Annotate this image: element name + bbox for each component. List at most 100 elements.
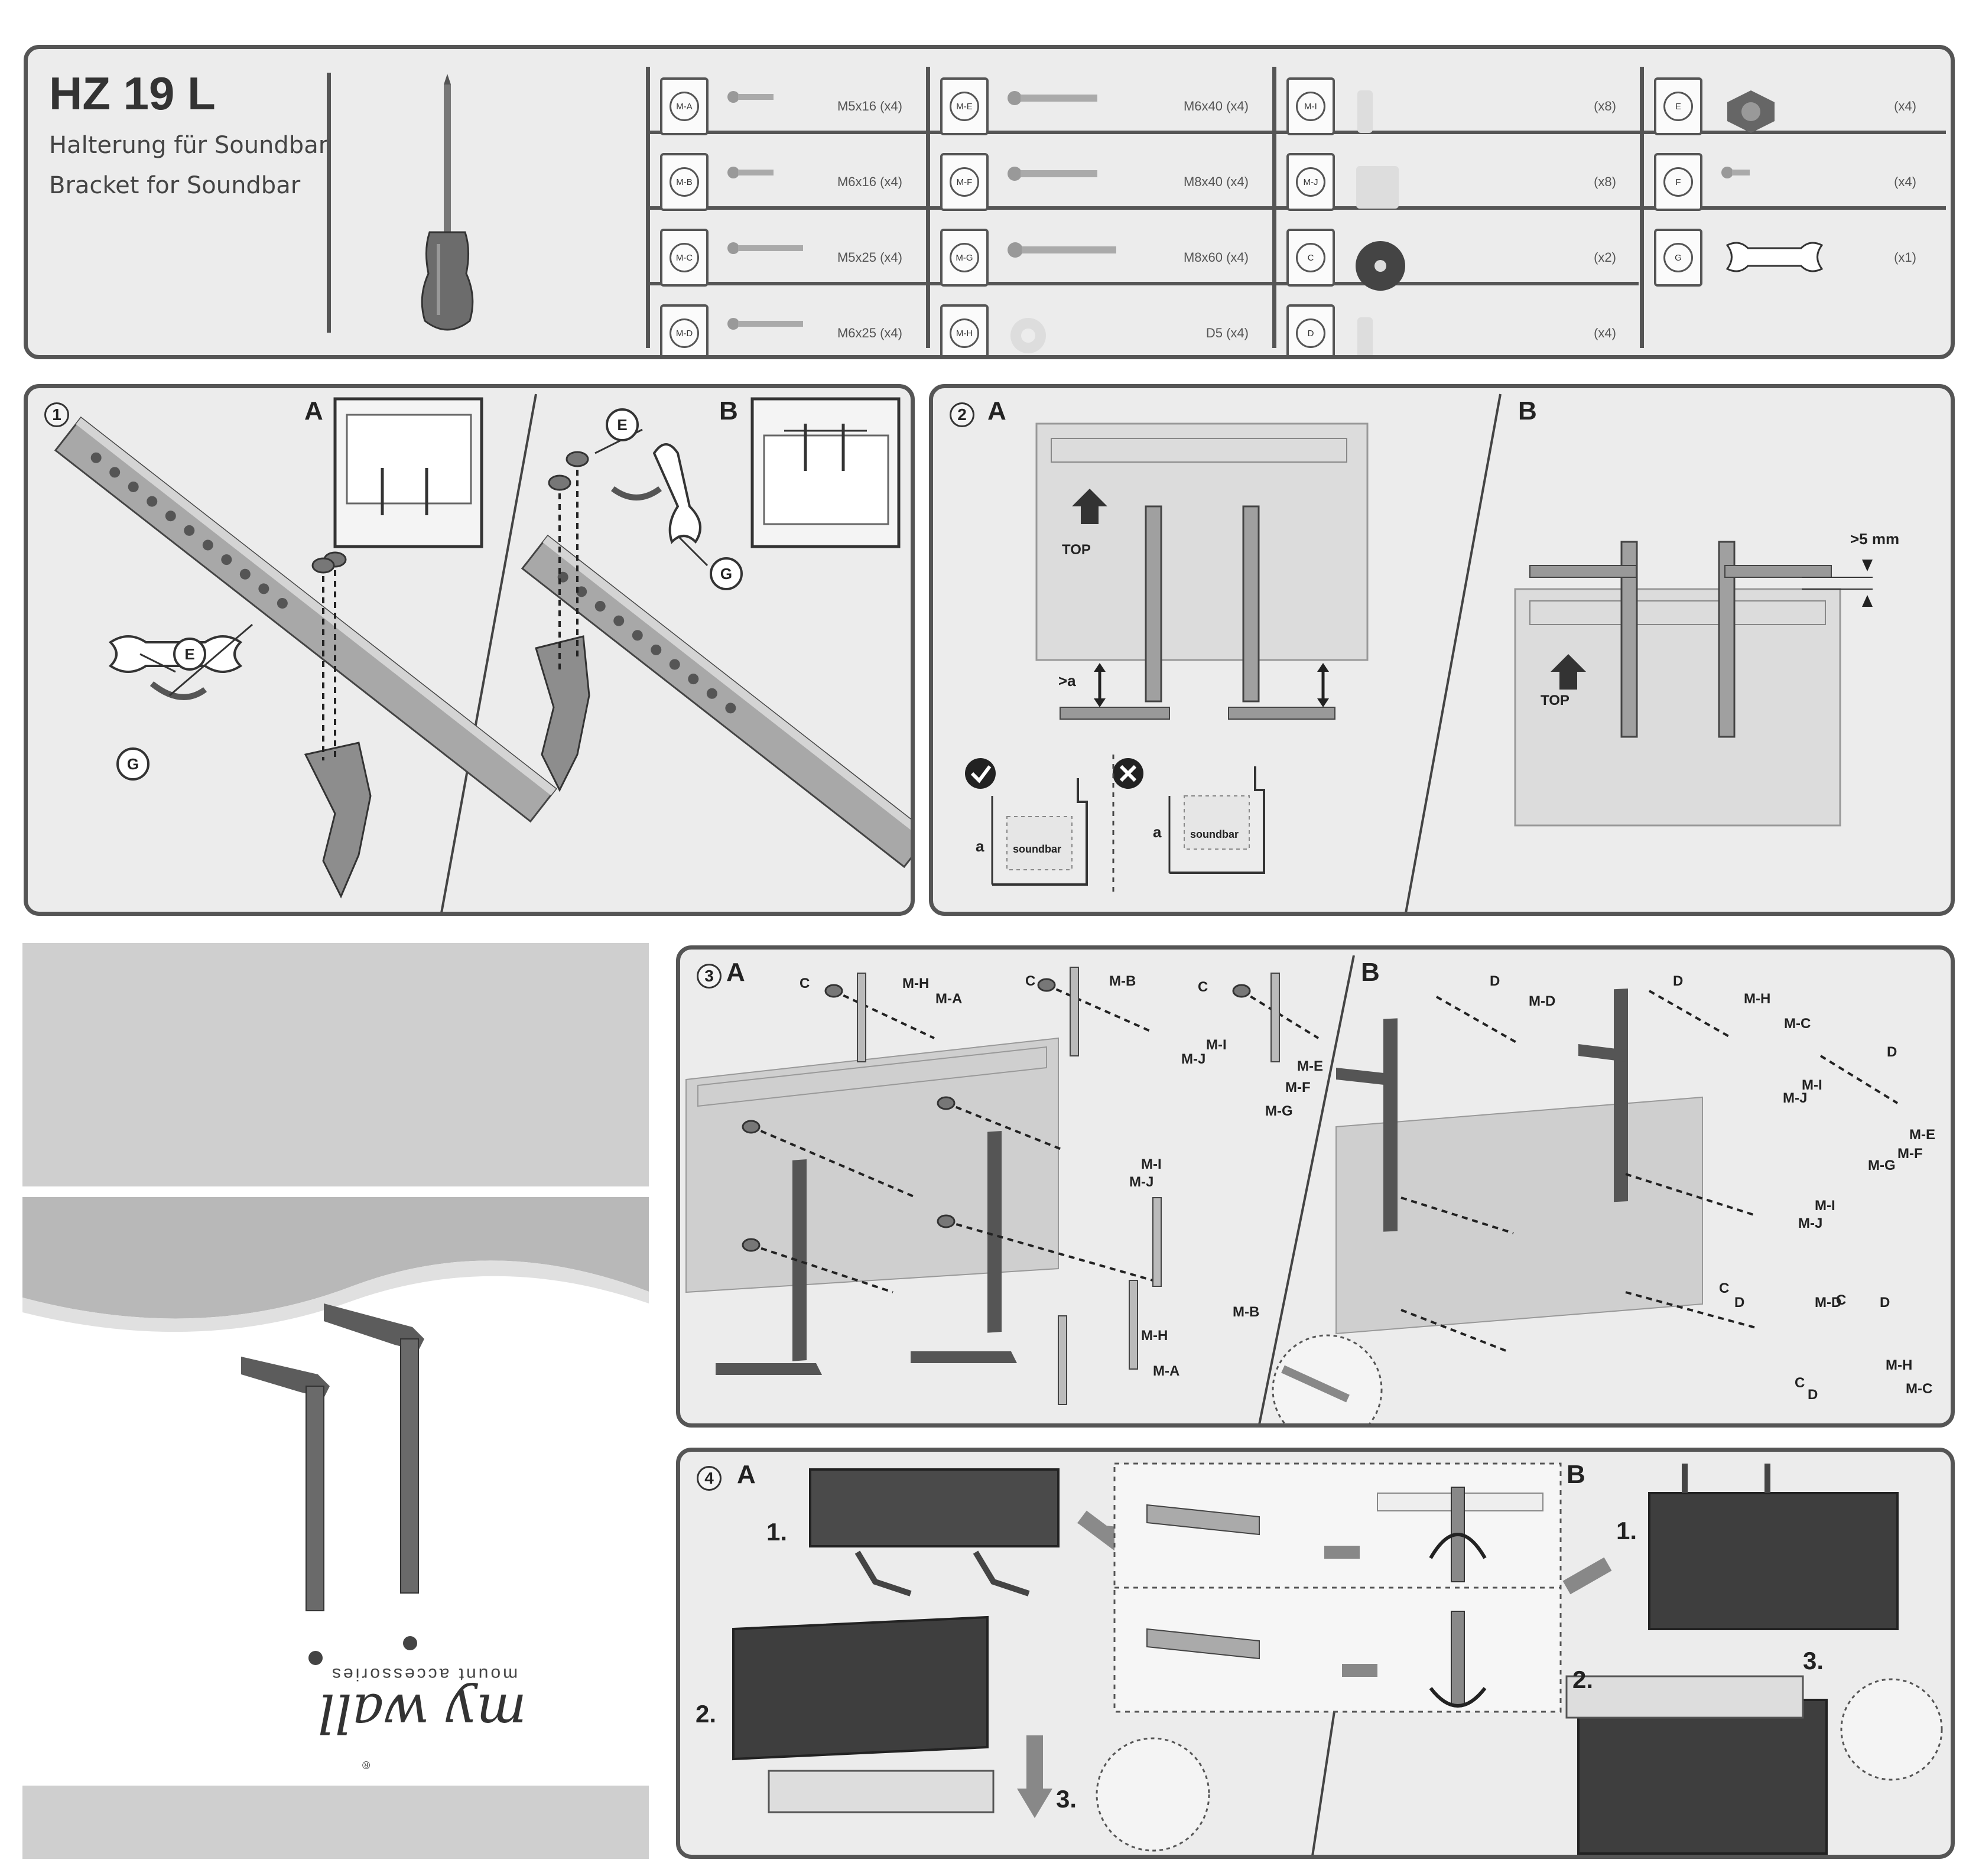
part-d: D(x4)	[1277, 297, 1640, 355]
step-4b-item-2: 2.	[1572, 1666, 1594, 1693]
step3a-label-m-a: M-A	[935, 991, 963, 1007]
step-3-illustration	[685, 955, 1899, 1423]
part-bag-icon: G	[1654, 229, 1702, 287]
step-2b-label: B	[1518, 396, 1537, 425]
subtitle-english: Bracket for Soundbar	[49, 172, 301, 199]
washer-icon	[1008, 315, 1049, 355]
step3b-label-m-f: M-F	[1897, 1146, 1923, 1162]
screw-xlong-icon	[1008, 239, 1120, 264]
step3b-label-m-c: M-C	[1906, 1381, 1933, 1397]
part-m-e: M-E M6x40 (x4)	[931, 70, 1272, 141]
callout-g: G	[710, 557, 743, 590]
part-bag-icon: M-C	[660, 229, 709, 287]
spacer-thin-icon	[1354, 315, 1377, 355]
step-number: 2	[950, 402, 974, 427]
step3a-label-m-i: M-I	[1141, 1156, 1162, 1172]
callout-e: E	[606, 408, 639, 441]
title-divider	[327, 73, 331, 333]
step-number: 3	[697, 964, 722, 989]
step-4a-label: A	[737, 1460, 756, 1489]
part-id: M-A	[670, 92, 699, 121]
step3a-label-m-h: M-H	[1141, 1328, 1168, 1344]
part-quantity: M6x16 (x4)	[837, 174, 902, 189]
part-bag-icon: M-D	[660, 304, 709, 355]
screwdriver-icon	[421, 74, 474, 331]
part-quantity: (x4)	[1894, 174, 1916, 189]
step3a-label-c: C	[800, 976, 810, 991]
step-2-panel: 2 A B	[929, 384, 1955, 916]
top-label-a: TOP	[1062, 542, 1091, 558]
part-bag-icon: M-J	[1286, 153, 1335, 211]
screw-mid-icon	[727, 315, 810, 336]
step3b-label-m-j: M-J	[1783, 1090, 1808, 1106]
part-bag-icon: D	[1286, 304, 1335, 355]
part-quantity: (x4)	[1894, 99, 1916, 113]
step-4a-item-1: 1.	[766, 1518, 788, 1546]
screw-short-icon	[727, 88, 781, 109]
soundbar-label-bad: soundbar	[1190, 828, 1239, 840]
subtitle-german: Halterung für Soundbar	[49, 132, 329, 159]
part-bag-icon: M-I	[1286, 77, 1335, 135]
part-bag-icon: E	[1654, 77, 1702, 135]
part-id: M-E	[950, 92, 979, 121]
step3a-label-c: C	[1198, 979, 1208, 995]
step3b-label-f: F	[1314, 1423, 1322, 1428]
step3b-label-m-j: M-J	[1798, 1215, 1823, 1231]
part-quantity: M6x25 (x4)	[837, 326, 902, 340]
step3a-label-c: C	[1025, 973, 1036, 989]
cover-top-band	[22, 943, 649, 1186]
callout-g: G	[116, 747, 150, 781]
part-quantity: M6x40 (x4)	[1183, 99, 1249, 113]
cover-illustration	[22, 1197, 649, 1665]
step3b-label-d: D	[1490, 973, 1500, 989]
top-label-b: TOP	[1541, 692, 1569, 708]
gap-b-label: >5 mm	[1850, 530, 1900, 548]
step3b-label-d: D	[1880, 1295, 1890, 1311]
part-id: M-C	[670, 243, 699, 272]
step-4a-item-2: 2.	[696, 1700, 717, 1728]
part-id: C	[1296, 243, 1325, 272]
brand-tagline: mount accessories	[330, 1664, 518, 1684]
part-bag-icon: M-B	[660, 153, 709, 211]
step3b-label-m-h: M-H	[1744, 991, 1771, 1007]
step3a-label-m-h: M-H	[902, 976, 930, 991]
step3a-label-m-g: M-G	[1265, 1103, 1293, 1119]
step3b-label-m-i: M-I	[1802, 1077, 1822, 1093]
product-title: HZ 19 L	[49, 67, 216, 119]
step-4-illustration	[732, 1462, 1943, 1855]
step3b-label-c: C	[1795, 1375, 1805, 1391]
part-quantity: D5 (x4)	[1205, 326, 1249, 340]
step-4b-item-1: 1.	[1616, 1517, 1637, 1545]
screw-long-icon	[1008, 164, 1102, 187]
part-m-d: M-D M6x25 (x4)	[651, 297, 926, 355]
part-bag-icon: M-F	[940, 153, 989, 211]
step-4a-item-3: 3.	[1056, 1785, 1077, 1813]
step3a-label-m-b: M-B	[1233, 1304, 1260, 1320]
part-bag-icon: M-H	[940, 304, 989, 355]
part-id: F	[1663, 167, 1693, 197]
step-2a-label: A	[987, 396, 1006, 425]
step3b-label-m-h: M-H	[1886, 1357, 1913, 1373]
part-id: M-H	[950, 318, 979, 348]
step-3b-label: B	[1361, 958, 1380, 987]
step3b-label-d: D	[1673, 973, 1684, 989]
step3b-label-m-c: M-C	[1784, 1016, 1811, 1032]
screw-tiny-icon	[1721, 164, 1757, 184]
part-id: M-J	[1296, 167, 1325, 197]
part-quantity: (x1)	[1894, 250, 1916, 265]
part-id: M-I	[1296, 92, 1325, 121]
step-4b-label: B	[1567, 1460, 1585, 1489]
parts-list-panel: HZ 19 L Halterung für Soundbar Bracket f…	[24, 45, 1955, 359]
part-id: M-B	[670, 167, 699, 197]
step-1-illustration	[54, 394, 911, 912]
part-m-h: M-H D5 (x4)	[931, 297, 1272, 355]
step3b-label-d: D	[1734, 1295, 1745, 1311]
cover-bottom-band	[22, 1786, 649, 1859]
part-m-i: M-I(x8)	[1277, 70, 1640, 141]
step-1b-label: B	[719, 396, 738, 425]
step3b-label-m-d: M-D	[1529, 993, 1556, 1009]
part-bag-icon: M-E	[940, 77, 989, 135]
step3a-label-m-a: M-A	[1153, 1363, 1180, 1379]
